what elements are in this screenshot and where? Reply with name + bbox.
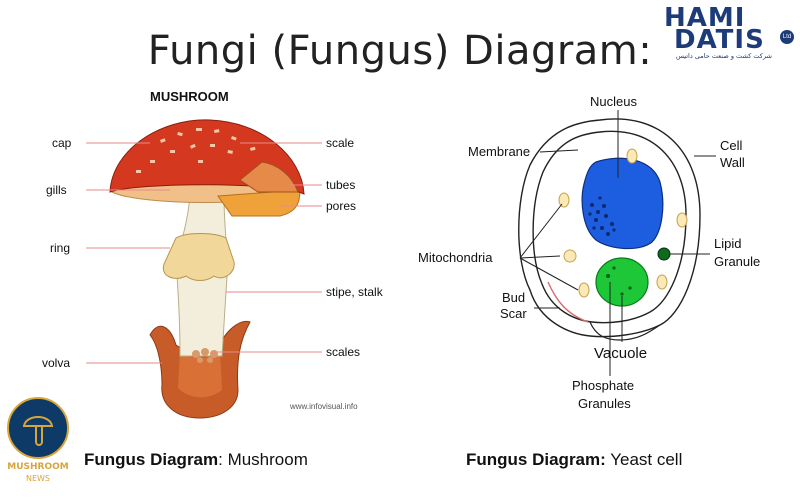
label-membrane: Membrane: [468, 144, 530, 159]
label-gills: gills: [46, 183, 67, 197]
nucleus-shape: [581, 157, 664, 250]
label-granules: Granules: [578, 396, 631, 411]
logo-line-2: DATIS: [674, 25, 765, 55]
label-ring: ring: [50, 241, 70, 255]
brand-logo: HAMI DATIS Ltd شرکت کشت و صنعت حامی داتی…: [664, 3, 796, 68]
mushroom-leaders: [86, 142, 322, 364]
cap-cut: [239, 161, 299, 193]
label-bud: Bud: [502, 290, 525, 305]
label-granule: Granule: [714, 254, 760, 269]
label-scale: scale: [326, 136, 354, 150]
logo-mark-icon: Ltd: [780, 30, 794, 44]
logo-line-1: HAMI: [664, 3, 746, 33]
ring-shape: [162, 233, 235, 281]
label-vacuole: Vacuole: [594, 345, 647, 362]
caption-mushroom-bold: Fungus Diagram: [84, 450, 219, 469]
label-phosphate: Phosphate: [572, 378, 634, 393]
label-cell: Cell: [720, 138, 743, 153]
bud-shape: [589, 321, 661, 341]
label-lipid: Lipid: [714, 236, 741, 251]
logo-subtitle: شرکت کشت و صنعت حامی داتیس: [676, 52, 772, 60]
mitochondria-shapes: [558, 148, 688, 298]
page-title: Fungi (Fungus) Diagram:: [147, 28, 653, 74]
nucleolus-dots: [588, 196, 616, 236]
label-scales: scales: [326, 345, 360, 359]
mushroom-heading: MUSHROOM: [150, 89, 229, 104]
phosphate-granule-dots: [606, 266, 632, 296]
badge-line-2: NEWS: [25, 474, 51, 483]
label-cap: cap: [52, 136, 72, 150]
label-stipe: stipe, stalk: [326, 285, 384, 299]
yeast-leaders: [519, 110, 716, 376]
caption-yeast-bold: Fungus Diagram:: [466, 450, 606, 469]
cell-wall: [518, 118, 701, 338]
cell-membrane: [532, 130, 687, 324]
caption-mushroom: Fungus Diagram: Mushroom: [84, 450, 308, 470]
badge-emblem-icon: [7, 397, 69, 459]
label-scar: Scar: [500, 306, 527, 321]
label-mitochondria: Mitochondria: [418, 250, 493, 265]
label-volva: volva: [42, 356, 70, 370]
label-pores: pores: [326, 199, 356, 213]
cap-scales: [136, 128, 256, 173]
bud-scar-shape: [547, 281, 589, 323]
label-tubes: tubes: [326, 178, 355, 192]
label-wall: Wall: [720, 155, 745, 170]
volva-inner: [178, 352, 222, 398]
label-nucleus: Nucleus: [590, 94, 637, 109]
badge-line-1: MUSHROOM: [7, 462, 69, 472]
mushroom-news-badge: MUSHROOM NEWS: [2, 396, 74, 492]
caption-mushroom-rest: : Mushroom: [218, 450, 308, 469]
mushroom-credit: www.infovisual.info: [289, 402, 358, 411]
caption-yeast-rest: Yeast cell: [605, 450, 683, 469]
caption-yeast: Fungus Diagram: Yeast cell: [466, 450, 682, 470]
lipid-granule-shape: [657, 247, 671, 261]
